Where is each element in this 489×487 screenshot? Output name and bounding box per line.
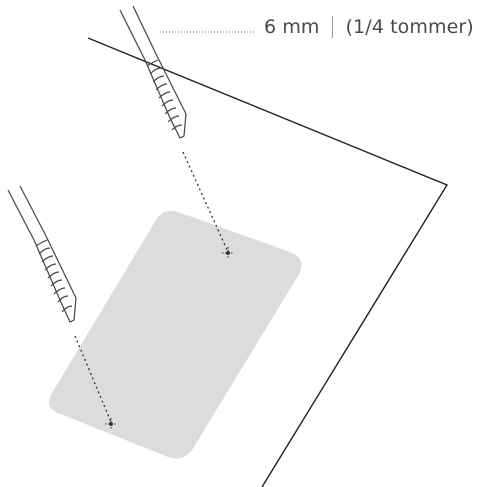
- size-metric-text: 6 mm: [264, 16, 320, 38]
- wall-surface-outline: [87, 37, 449, 487]
- size-imperial-text: (1/4 tommer): [345, 16, 474, 38]
- lower-drill-path: [74, 335, 112, 423]
- mounting-plate: [49, 210, 302, 459]
- drill-bit-icon: [7, 185, 77, 323]
- label-separator: [331, 16, 333, 38]
- lower-drill-point-mark: [105, 418, 117, 430]
- upper-drill-point-mark: [222, 247, 234, 259]
- drill-size-label: 6 mm (1/4 tommer): [264, 14, 474, 40]
- drill-bit-icon: [119, 5, 187, 139]
- upper-drill-path: [182, 151, 229, 253]
